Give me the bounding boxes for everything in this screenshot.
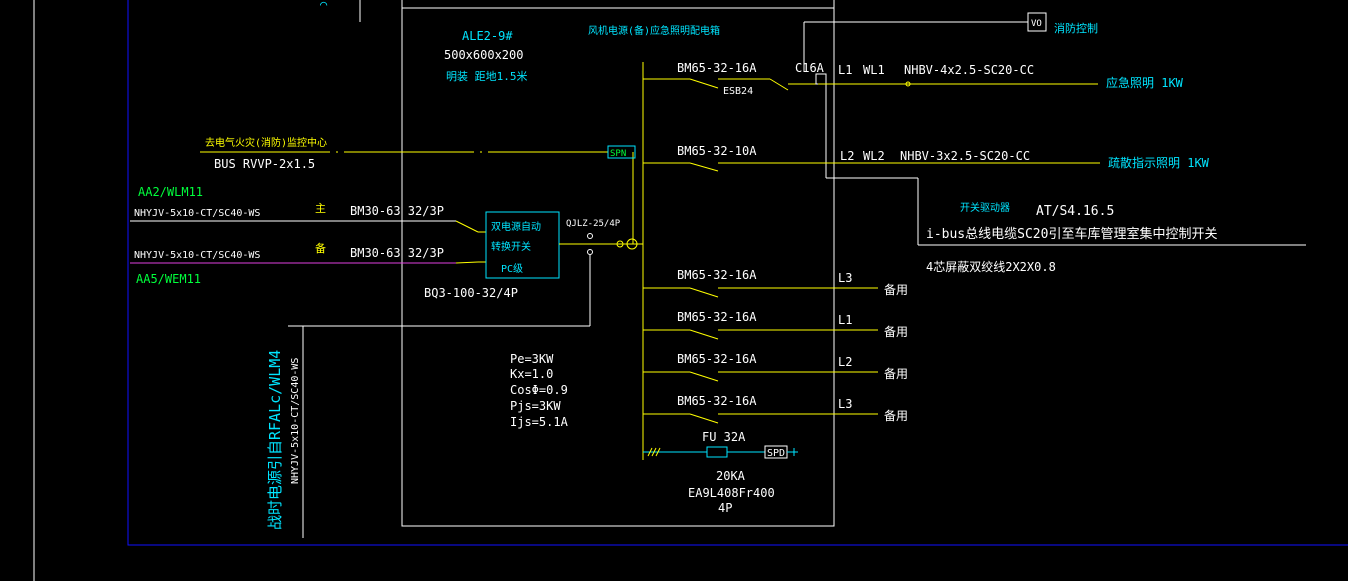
ats-line1: 双电源自动 bbox=[491, 220, 541, 233]
spd-tick-3 bbox=[655, 447, 661, 457]
spd-rating: 20KA bbox=[716, 469, 746, 483]
isolator-contact-top bbox=[587, 233, 593, 239]
spd-fuse-label: FU 32A bbox=[702, 430, 746, 444]
out5-phase: L2 bbox=[838, 355, 852, 369]
out1-cable: NHBV-4x2.5-SC20-CC bbox=[904, 63, 1034, 77]
out1-phase: L1 bbox=[838, 63, 852, 77]
out4-breaker: BM65-32-16A bbox=[677, 310, 757, 324]
standby-circuit: AA5/WEM11 bbox=[136, 272, 201, 286]
main-tag: 主 bbox=[315, 202, 326, 215]
spd-model: EA9L408Fr400 bbox=[688, 486, 775, 500]
panel-title: 风机电源(备)应急照明配电箱 bbox=[588, 24, 720, 37]
out1-relay-note: ESB24 bbox=[723, 86, 753, 97]
out3-breaker: BM65-32-16A bbox=[677, 268, 757, 282]
spn-box bbox=[607, 145, 636, 159]
temp-cable: NHYJV-5x10-CT/SC40-WS bbox=[290, 358, 301, 484]
out1-load: 应急照明 1KW bbox=[1106, 75, 1184, 90]
control-bus-text: i-bus总线电缆SC20引至车库管理室集中控制开关 bbox=[926, 226, 1217, 242]
out6-breaker: BM65-32-16A bbox=[677, 394, 757, 408]
drawing-frame bbox=[127, 0, 1348, 546]
out6-phase: L3 bbox=[838, 397, 852, 411]
out3-phase: L3 bbox=[838, 271, 852, 285]
calc-cos: CosΦ=0.9 bbox=[510, 383, 568, 397]
main-circuit: AA2/WLM11 bbox=[138, 185, 203, 199]
calc-pe: Pe=3KW bbox=[510, 352, 554, 366]
spn-label: SPN bbox=[610, 149, 626, 159]
out1-contactor bbox=[769, 78, 789, 91]
isolator-contact-bottom bbox=[587, 249, 593, 255]
spd-label: SPD bbox=[767, 448, 785, 459]
standby-breaker: BM30-63 32/3P bbox=[350, 246, 444, 260]
ats-line2: 转换开关 bbox=[491, 240, 531, 253]
fire-control-box bbox=[1027, 12, 1047, 32]
out3-group: BM65-32-16A L3 备用 bbox=[643, 268, 908, 298]
out1-relay: C16A bbox=[795, 61, 825, 75]
out1-breaker: BM65-32-16A bbox=[677, 61, 757, 75]
control-driver-model: AT/S4.16.5 bbox=[1036, 204, 1114, 219]
junction-1 bbox=[616, 240, 624, 248]
bus-cable: BUS RVVP-2x1.5 bbox=[214, 157, 315, 171]
out2-phase: L2 bbox=[840, 149, 854, 163]
bus-note: 去电气火灾(消防)监控中心 bbox=[205, 136, 327, 149]
main-switch bbox=[455, 220, 479, 233]
panel-name: ALE2-9# bbox=[462, 29, 513, 43]
spd-tick-2 bbox=[651, 447, 657, 457]
out6-load: 备用 bbox=[884, 409, 908, 423]
out3-switch bbox=[689, 287, 719, 298]
fire-control-label: 消防控制 bbox=[1054, 21, 1098, 35]
spd-fuse bbox=[706, 446, 728, 458]
control-wire: 4芯屏蔽双绞线2X2X0.8 bbox=[926, 259, 1056, 274]
ats-isolator: QJLZ-25/4P bbox=[566, 219, 621, 229]
out2-breaker: BM65-32-10A bbox=[677, 144, 757, 158]
top-cut-text: ⌒ bbox=[320, 0, 327, 11]
out2-circuit: WL2 bbox=[863, 149, 885, 163]
out1-coil bbox=[815, 73, 827, 85]
spd-tick-1 bbox=[647, 447, 653, 457]
standby-switch bbox=[455, 261, 479, 264]
fire-control-box-label: VO bbox=[1031, 19, 1042, 29]
ats-model: BQ3-100-32/4P bbox=[424, 286, 518, 300]
out2-switch bbox=[689, 162, 719, 172]
out4-phase: L1 bbox=[838, 313, 852, 327]
junction-2 bbox=[626, 238, 638, 250]
ats-line3: PC级 bbox=[501, 263, 523, 275]
out4-load: 备用 bbox=[884, 325, 908, 339]
out4-switch bbox=[689, 329, 719, 340]
control-driver: 开关驱动器 bbox=[960, 201, 1010, 214]
main-cable: NHYJV-5x10-CT/SC40-WS bbox=[134, 208, 260, 219]
main-breaker: BM30-63 32/3P bbox=[350, 204, 444, 218]
out5-group: BM65-32-16A L2 备用 bbox=[643, 352, 908, 382]
out5-switch bbox=[689, 371, 719, 382]
out5-breaker: BM65-32-16A bbox=[677, 352, 757, 366]
calc-kx: Kx=1.0 bbox=[510, 367, 553, 381]
temp-label: 战时电源引自RFALc/WLM4 bbox=[266, 350, 284, 530]
standby-cable: NHYJV-5x10-CT/SC40-WS bbox=[134, 250, 260, 261]
calc-pjs: Pjs=3KW bbox=[510, 399, 561, 413]
out2-cable: NHBV-3x2.5-SC20-CC bbox=[900, 149, 1030, 163]
panel-mount: 明装 距地1.5米 bbox=[446, 70, 528, 83]
out4-group: BM65-32-16A L1 备用 bbox=[643, 310, 908, 340]
out1-node bbox=[905, 81, 911, 87]
spd-poles: 4P bbox=[718, 501, 732, 515]
out1-circuit: WL1 bbox=[863, 63, 885, 77]
out2-load: 疏散指示照明 1KW bbox=[1108, 155, 1210, 170]
calc-ijs: Ijs=5.1A bbox=[510, 415, 569, 429]
out1-switch bbox=[689, 78, 719, 89]
panel-size: 500x600x200 bbox=[444, 48, 523, 62]
panel-enclosure bbox=[401, 7, 835, 527]
standby-tag: 备 bbox=[315, 241, 326, 255]
out5-load: 备用 bbox=[884, 367, 908, 381]
out6-group: BM65-32-16A L3 备用 bbox=[643, 394, 908, 424]
ats-box bbox=[485, 211, 560, 279]
out3-load: 备用 bbox=[884, 283, 908, 297]
out6-switch bbox=[689, 413, 719, 424]
